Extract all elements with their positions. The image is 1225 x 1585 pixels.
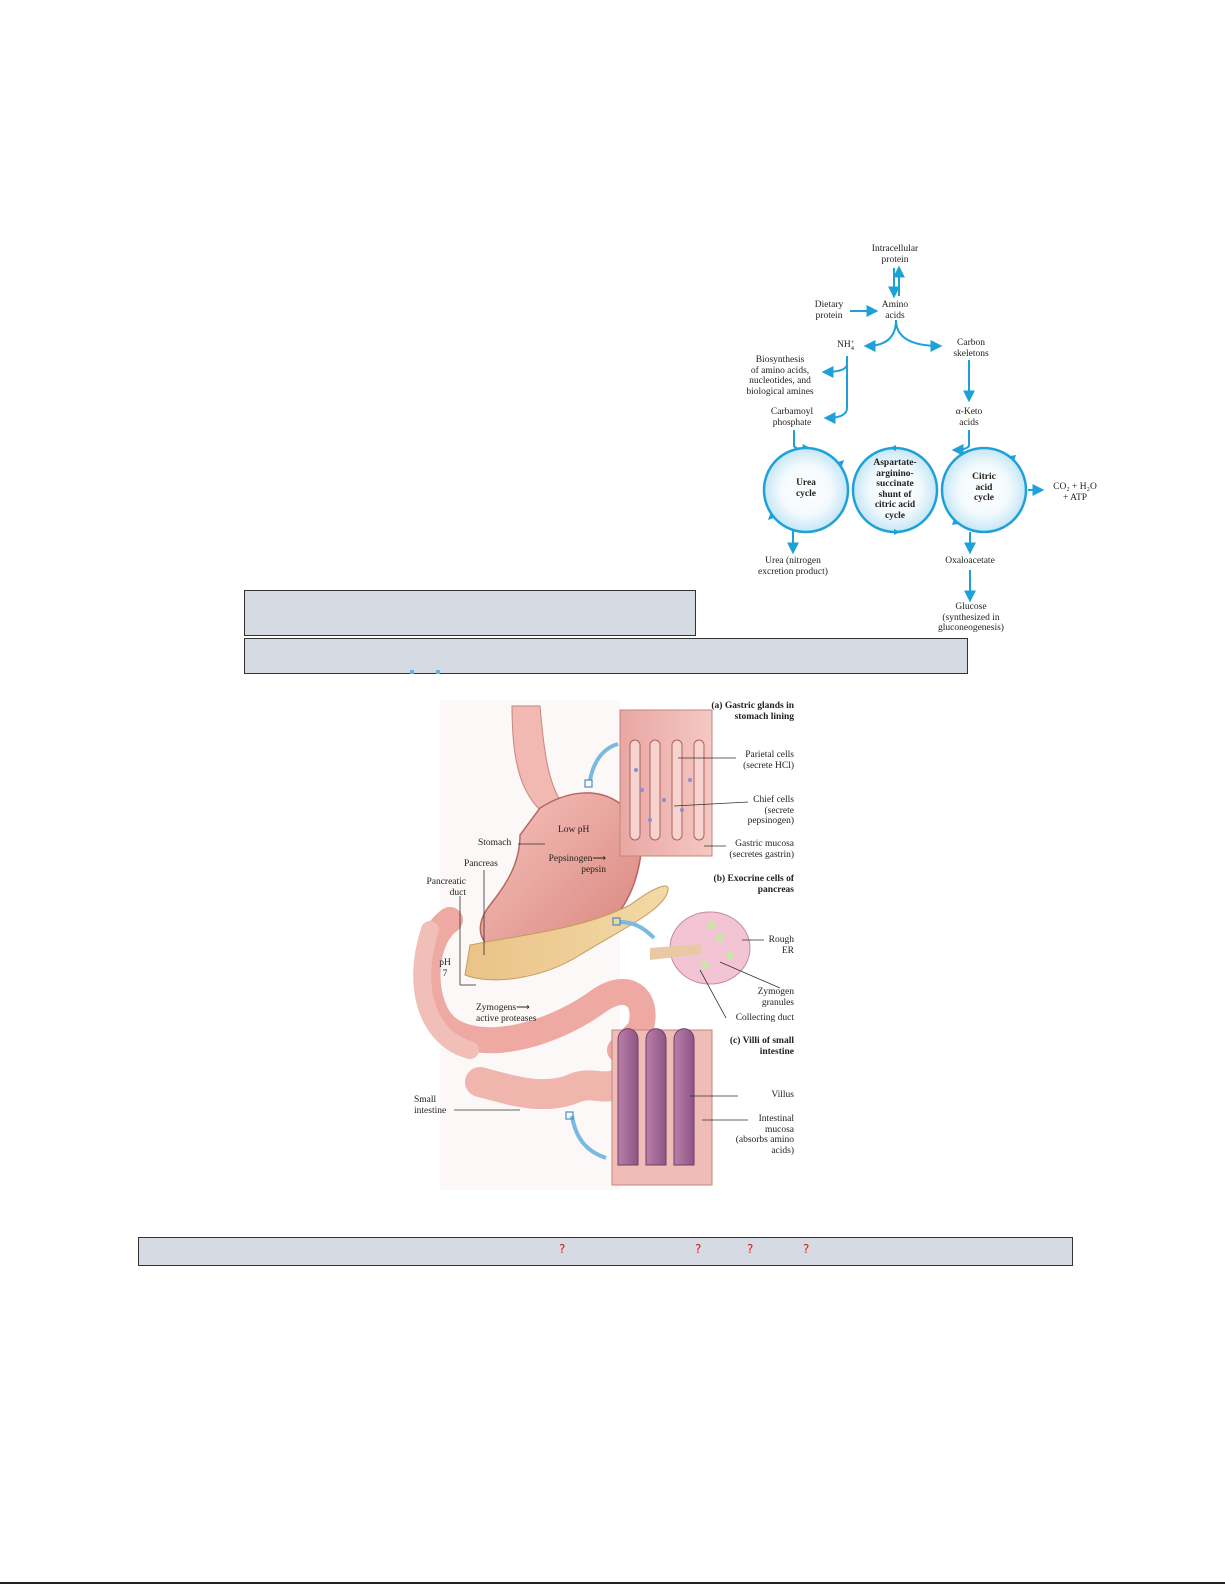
- villus-label: Villus: [771, 1090, 794, 1100]
- missing-glyph-icon: ?: [803, 1242, 810, 1256]
- ammonium-label: NH +4: [837, 339, 855, 352]
- pepsinogen-pepsin-label: Pepsinogen⟶pepsin: [548, 854, 606, 875]
- collecting-duct-label: Collecting duct: [735, 1013, 794, 1023]
- page-bottom-rule: [0, 1582, 1225, 1584]
- parietal-cells-label: Parietal cells(secrete HCl): [743, 750, 794, 771]
- missing-glyph-icon: ?: [695, 1242, 702, 1256]
- missing-glyph-icon: ?: [747, 1242, 754, 1256]
- co2-h2o-atp-label: CO₂ + H₂O+ ATP: [1053, 482, 1097, 503]
- pancreas-label: Pancreas: [464, 859, 498, 869]
- shunt-cycle-ring: [851, 445, 939, 535]
- redacted-caption-bar: ? ? ? ?: [138, 1237, 1073, 1266]
- oxaloacetate-label: Oxaloacetate: [945, 556, 995, 566]
- chief-cells-label: Chief cells(secrete pepsinogen): [747, 795, 794, 826]
- missing-glyph-icon: ?: [559, 1242, 566, 1256]
- blue-mark: [436, 670, 440, 674]
- zymogens-proteases-label: Zymogens⟶active proteases: [476, 1003, 537, 1024]
- redacted-text-bar: [244, 638, 968, 674]
- citric-cycle-ring: [940, 446, 1028, 534]
- gastric-mucosa-label: Gastric mucosa(secretes gastrin): [729, 839, 794, 860]
- glucose-label: Glucose(synthesized in gluconeogenesis): [938, 602, 1004, 633]
- stomach-label: Stomach: [478, 838, 512, 848]
- blue-mark: [410, 670, 414, 674]
- urea-cycle-ring: [762, 446, 850, 534]
- redacted-text-bar: [244, 590, 696, 636]
- low-ph-label: Low pH: [558, 825, 590, 835]
